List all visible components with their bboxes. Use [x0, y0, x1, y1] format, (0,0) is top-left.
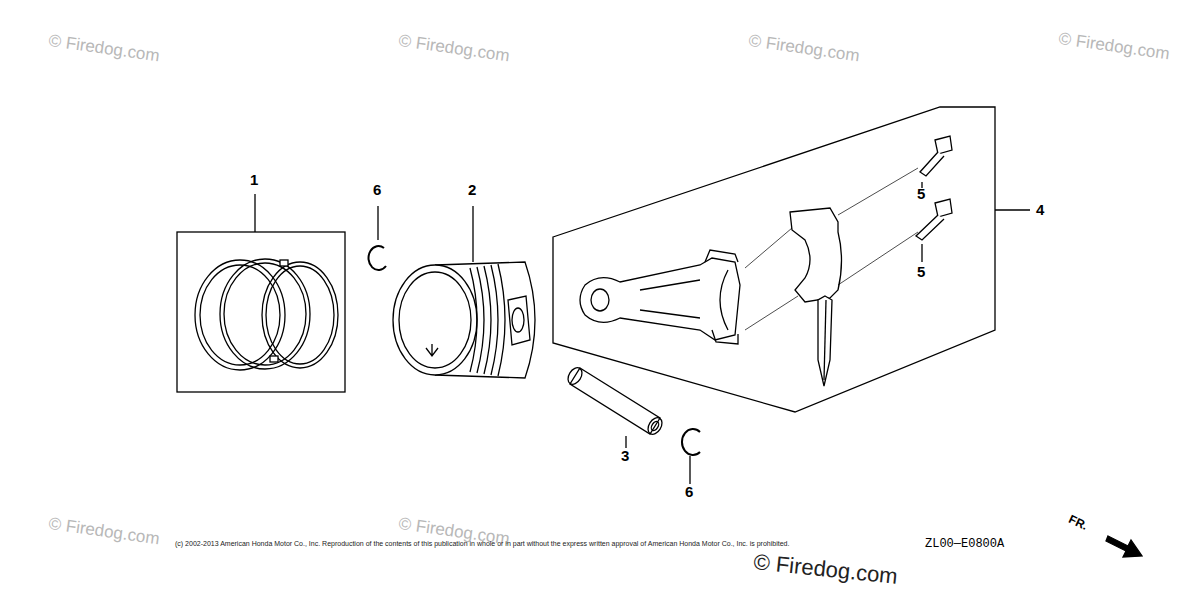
- assembly-line: [838, 232, 918, 285]
- callout-number: 1: [250, 172, 258, 189]
- connecting-rod: [580, 250, 740, 344]
- circlip: [369, 246, 386, 270]
- copyright-note: (c) 2002-2013 American Honda Motor Co., …: [175, 540, 789, 548]
- watermark: © Firedog.com: [397, 32, 510, 66]
- assembly-line: [838, 168, 918, 215]
- piston-rings: [195, 259, 338, 370]
- leader-line: [254, 194, 255, 232]
- leader-line: [625, 436, 626, 448]
- leader-line: [689, 456, 690, 484]
- callout-number: 4: [1036, 202, 1044, 219]
- front-arrow: [1106, 536, 1142, 557]
- bolt: [920, 136, 952, 176]
- piston-pin: [565, 365, 665, 437]
- callout-number: 5: [917, 264, 925, 281]
- callout-number: 2: [468, 182, 476, 199]
- leader-line: [472, 206, 473, 262]
- front-indicator: FR.: [1066, 513, 1089, 533]
- leader-line: [921, 244, 922, 262]
- assembly-line: [745, 228, 792, 268]
- group-box: [553, 107, 995, 412]
- callout-number: 6: [373, 182, 381, 199]
- rod-cap: [790, 208, 842, 386]
- callout-number: 5: [917, 186, 925, 203]
- drawing-code: ZL00—E0800A: [925, 538, 1004, 551]
- watermark: © Firedog.com: [1057, 30, 1170, 64]
- assembly-line: [745, 296, 798, 330]
- piston: [393, 262, 535, 378]
- watermark: © Firedog.com: [752, 550, 898, 589]
- leader-line: [995, 209, 1030, 210]
- watermark: © Firedog.com: [47, 32, 160, 66]
- group-box: [177, 232, 345, 392]
- leader-line: [377, 206, 378, 240]
- bolt: [916, 199, 952, 240]
- watermark: © Firedog.com: [47, 515, 160, 549]
- callout-number: 6: [685, 484, 693, 501]
- watermark: © Firedog.com: [747, 32, 860, 66]
- callout-number: 3: [621, 448, 629, 465]
- circlip: [682, 429, 700, 455]
